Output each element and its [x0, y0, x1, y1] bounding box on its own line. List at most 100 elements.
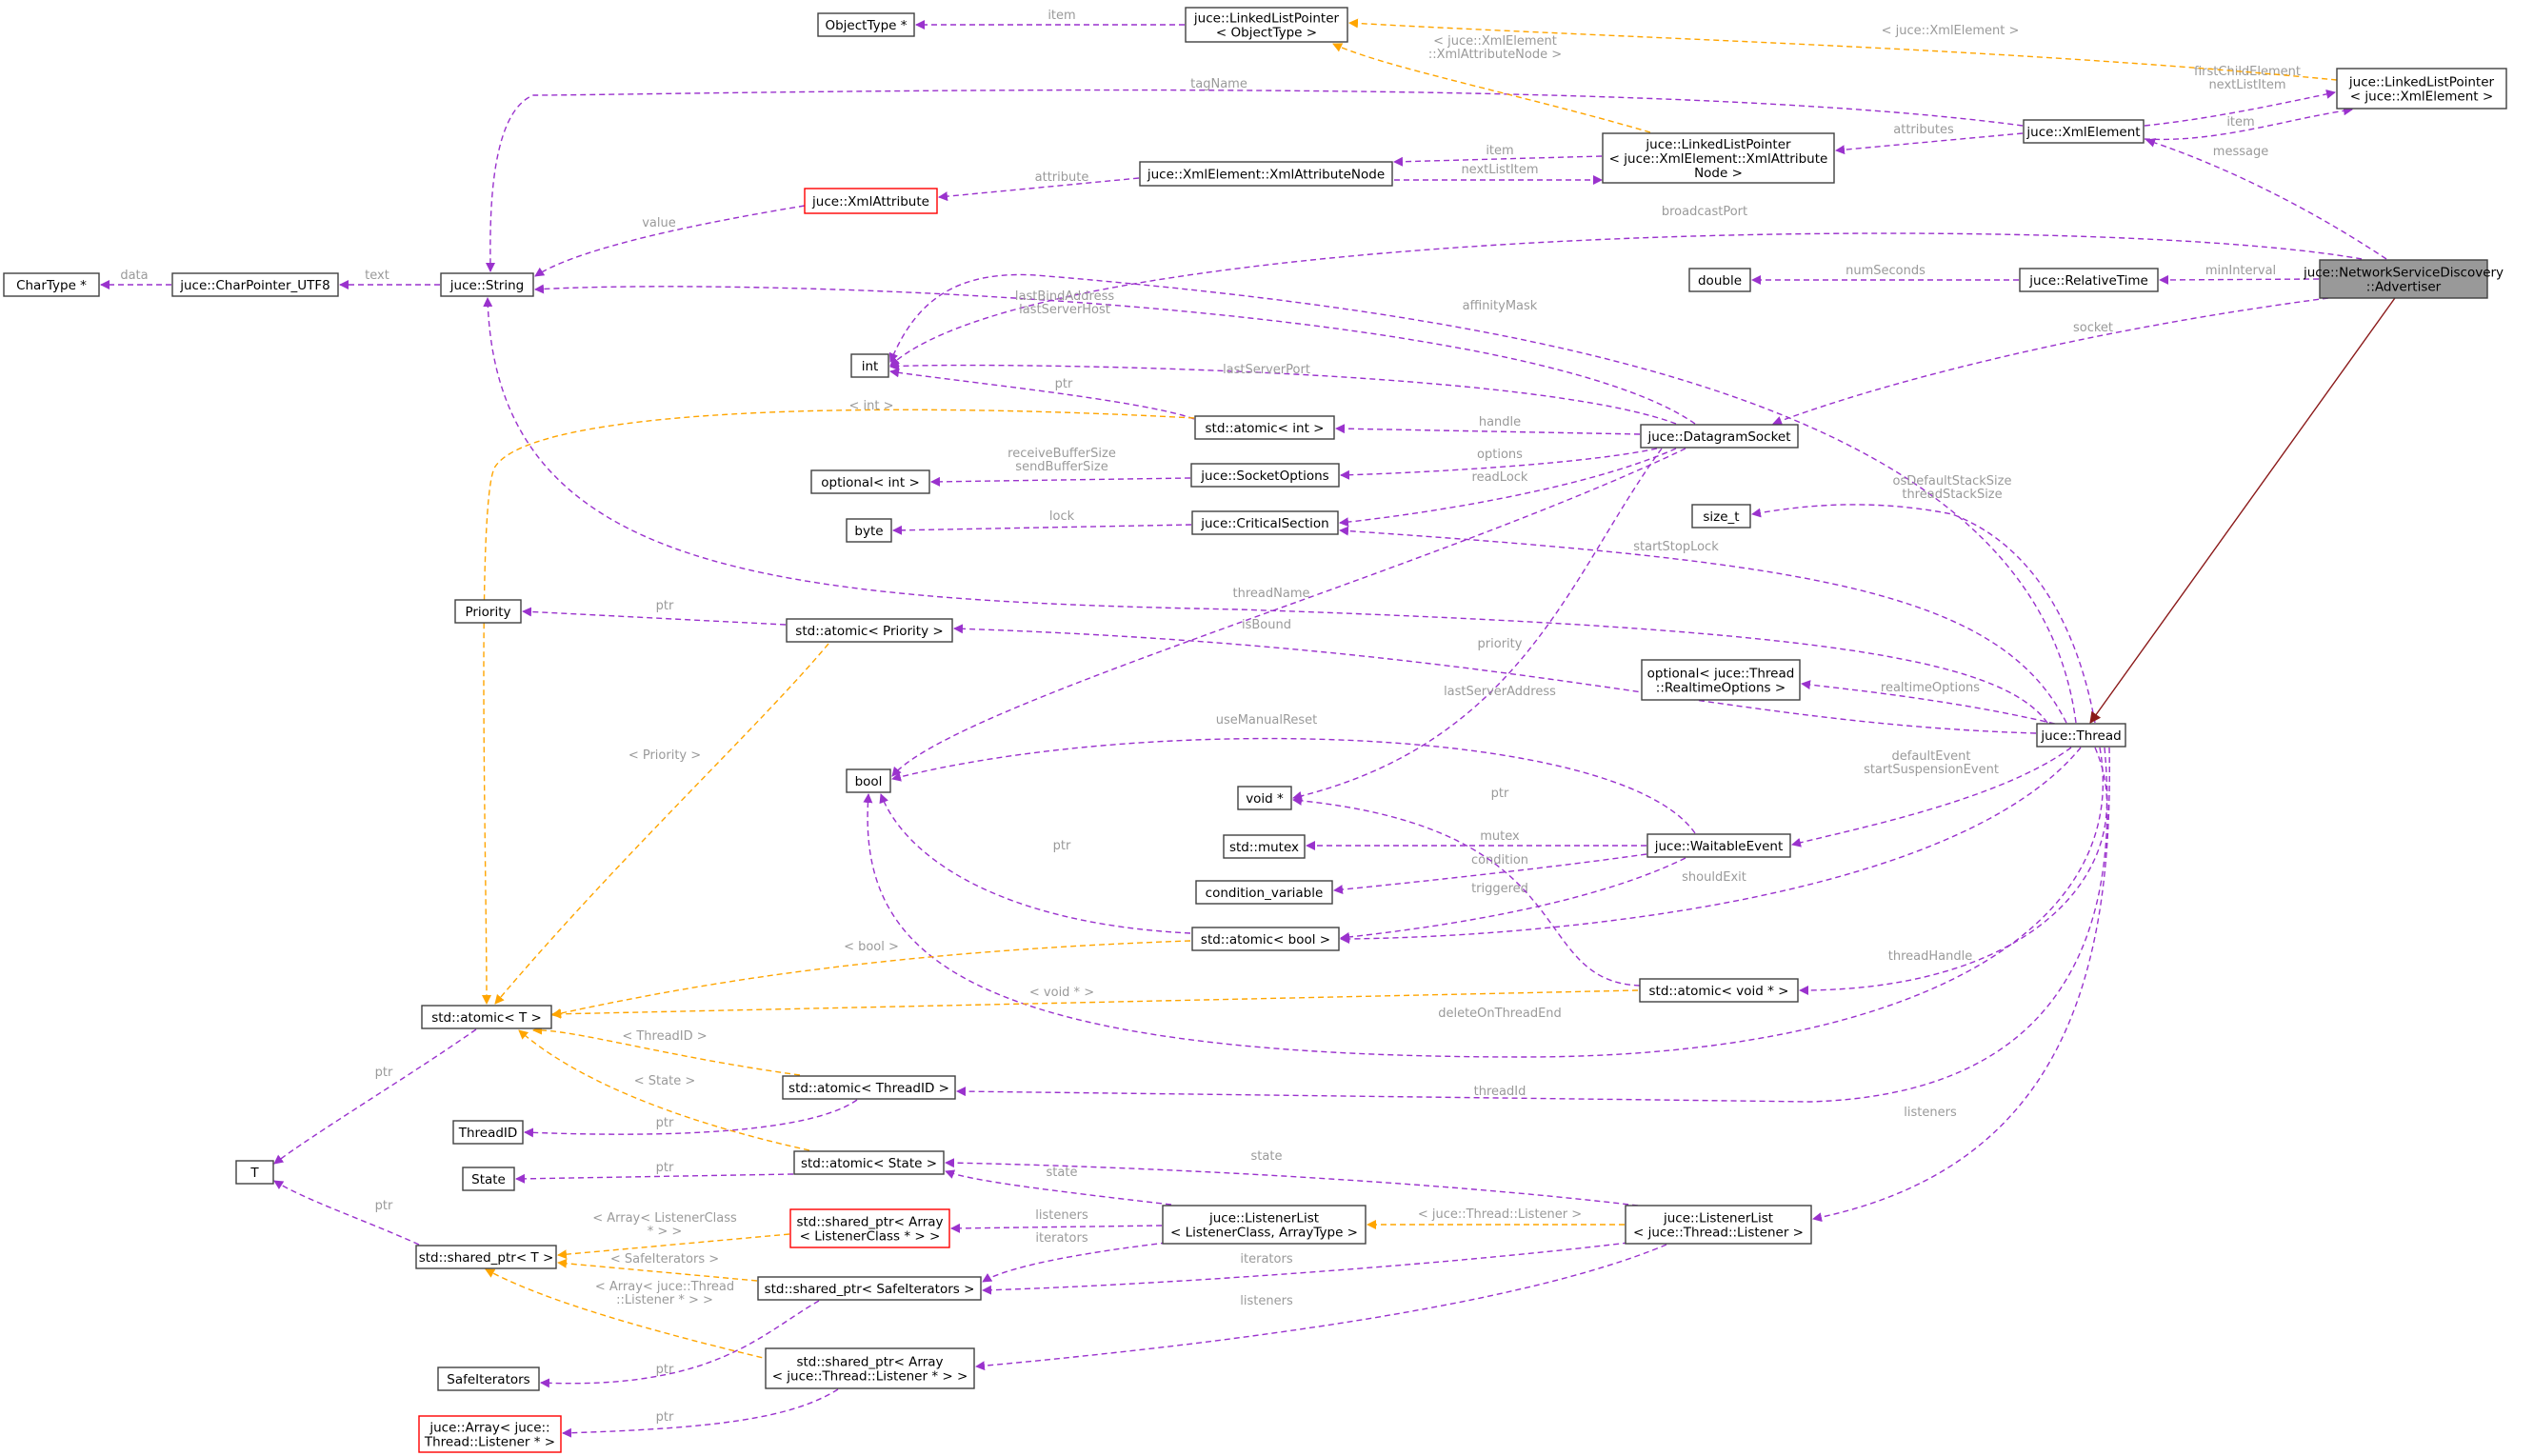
node-box[interactable]: [1641, 659, 1801, 701]
node-optional-rt[interactable]: optional< juce::Thread::RealtimeOptions …: [1641, 659, 1801, 701]
node-int[interactable]: int: [850, 353, 889, 378]
node-criticalsection[interactable]: juce::CriticalSection: [1191, 510, 1339, 535]
node-mutex[interactable]: std::mutex: [1223, 834, 1306, 859]
node-box[interactable]: [2019, 268, 2159, 292]
node-listenerlist-generic[interactable]: juce::ListenerList< ListenerClass, Array…: [1162, 1205, 1367, 1245]
node-box[interactable]: [1190, 463, 1340, 488]
node-byte[interactable]: byte: [846, 518, 892, 543]
node-waitableevent[interactable]: juce::WaitableEvent: [1646, 833, 1791, 858]
node-atomic-int[interactable]: std::atomic< int >: [1194, 415, 1335, 440]
node-objecttype[interactable]: ObjectType *: [817, 12, 915, 37]
node-sp-safeiter[interactable]: std::shared_ptr< SafeIterators >: [757, 1276, 982, 1301]
node-box[interactable]: [2336, 68, 2507, 110]
node-box[interactable]: [846, 518, 892, 543]
node-box[interactable]: [1139, 161, 1393, 187]
node-xmlelement[interactable]: juce::XmlElement: [2023, 119, 2145, 144]
node-box[interactable]: [817, 12, 915, 37]
node-box[interactable]: [235, 1160, 274, 1185]
node-box[interactable]: [782, 1075, 956, 1100]
edges-layer: messageminIntervalsocketbroadcastPortnum…: [100, 9, 2410, 1438]
node-atomic-state[interactable]: std::atomic< State >: [793, 1150, 945, 1175]
node-box[interactable]: [1640, 424, 1799, 449]
node-box[interactable]: [1223, 834, 1306, 859]
node-sp-t[interactable]: std::shared_ptr< T >: [415, 1245, 557, 1269]
node-box[interactable]: [757, 1276, 982, 1301]
node-socketoptions[interactable]: juce::SocketOptions: [1190, 463, 1340, 488]
node-sp-arr-listenerclass[interactable]: std::shared_ptr< Array< ListenerClass * …: [789, 1208, 950, 1248]
node-relativetime[interactable]: juce::RelativeTime: [2019, 268, 2159, 292]
node-atomic-priority[interactable]: std::atomic< Priority >: [786, 618, 953, 643]
node-box[interactable]: [1191, 927, 1340, 951]
node-size-t[interactable]: size_t: [1691, 504, 1751, 529]
node-box[interactable]: [440, 272, 534, 297]
node-box[interactable]: [1195, 880, 1333, 905]
node-box[interactable]: [1191, 510, 1339, 535]
node-box[interactable]: [2023, 119, 2145, 144]
node-llp-xmlattrnode[interactable]: juce::LinkedListPointer< juce::XmlElemen…: [1602, 132, 1835, 184]
node-charpointer[interactable]: juce::CharPointer_UTF8: [171, 272, 339, 297]
node-xmlattribute[interactable]: juce::XmlAttribute: [804, 188, 938, 214]
node-chartype[interactable]: CharType *: [3, 272, 100, 297]
node-box[interactable]: [454, 599, 522, 624]
node-xmlattrnode[interactable]: juce::XmlElement::XmlAttributeNode: [1139, 161, 1393, 187]
node-arr-threadlistener[interactable]: juce::Array< juce::Thread::Listener * >: [418, 1415, 562, 1453]
node-box[interactable]: [1691, 504, 1751, 529]
node-datagramsocket[interactable]: juce::DatagramSocket: [1640, 424, 1799, 449]
node-box[interactable]: [437, 1366, 540, 1391]
node-box[interactable]: [793, 1150, 945, 1175]
node-atomic-threadid[interactable]: std::atomic< ThreadID >: [782, 1075, 956, 1100]
node-threadid[interactable]: ThreadID: [452, 1120, 524, 1145]
node-box[interactable]: [1162, 1205, 1367, 1245]
node-t[interactable]: T: [235, 1160, 274, 1185]
node-atomic-bool[interactable]: std::atomic< bool >: [1191, 927, 1340, 951]
node-box[interactable]: [171, 272, 339, 297]
node-box[interactable]: [2319, 259, 2488, 299]
node-box[interactable]: [1237, 786, 1292, 810]
node-advertiser[interactable]: juce::NetworkServiceDiscovery::Advertise…: [2303, 259, 2504, 299]
node-optional-int[interactable]: optional< int >: [810, 469, 930, 494]
node-box[interactable]: [1639, 978, 1799, 1003]
node-box[interactable]: [850, 353, 889, 378]
node-box[interactable]: [810, 469, 930, 494]
node-box[interactable]: [415, 1245, 557, 1269]
node-voidptr[interactable]: void *: [1237, 786, 1292, 810]
node-box[interactable]: [846, 768, 891, 793]
node-label: void *: [1246, 791, 1284, 807]
node-box[interactable]: [789, 1208, 950, 1248]
node-box[interactable]: [1185, 7, 1348, 43]
node-box[interactable]: [1646, 833, 1791, 858]
node-box[interactable]: [418, 1415, 562, 1453]
node-thread[interactable]: juce::Thread: [2036, 723, 2126, 748]
node-box[interactable]: [452, 1120, 524, 1145]
node-safeiterators[interactable]: SafeIterators: [437, 1366, 540, 1391]
node-double[interactable]: double: [1688, 268, 1751, 292]
edge-line: [1340, 857, 1686, 942]
node-label: std::shared_ptr< Array< ListenerClass * …: [796, 1215, 943, 1245]
node-box[interactable]: [804, 188, 938, 214]
edge-line: [524, 1099, 858, 1138]
node-state[interactable]: State: [462, 1167, 515, 1191]
node-llp-xmlelement[interactable]: juce::LinkedListPointer< juce::XmlElemen…: [2336, 68, 2507, 110]
node-llp-objecttype[interactable]: juce::LinkedListPointer< ObjectType >: [1185, 7, 1348, 43]
node-box[interactable]: [1625, 1205, 1812, 1245]
node-box[interactable]: [421, 1005, 552, 1029]
node-box[interactable]: [1194, 415, 1335, 440]
edge-line: [1835, 132, 2024, 155]
node-sp-arr-threadlistener[interactable]: std::shared_ptr< Array< juce::Thread::Li…: [765, 1347, 975, 1389]
node-bool[interactable]: bool: [846, 768, 891, 793]
node-box[interactable]: [1602, 132, 1835, 184]
node-box[interactable]: [462, 1167, 515, 1191]
node-condvar[interactable]: condition_variable: [1195, 880, 1333, 905]
edge-label: realtimeOptions: [1881, 681, 1980, 695]
node-box[interactable]: [1688, 268, 1751, 292]
node-priority[interactable]: Priority: [454, 599, 522, 624]
node-box[interactable]: [786, 618, 953, 643]
node-atomic-void[interactable]: std::atomic< void * >: [1639, 978, 1799, 1003]
node-string[interactable]: juce::String: [440, 272, 534, 297]
node-atomic-t[interactable]: std::atomic< T >: [421, 1005, 552, 1029]
node-listenerlist-thread[interactable]: juce::ListenerList< juce::Thread::Listen…: [1625, 1205, 1812, 1245]
node-box[interactable]: [3, 272, 100, 297]
edge-iterators-generic: iterators: [982, 1231, 1167, 1283]
node-box[interactable]: [765, 1347, 975, 1389]
node-box[interactable]: [2036, 723, 2126, 748]
